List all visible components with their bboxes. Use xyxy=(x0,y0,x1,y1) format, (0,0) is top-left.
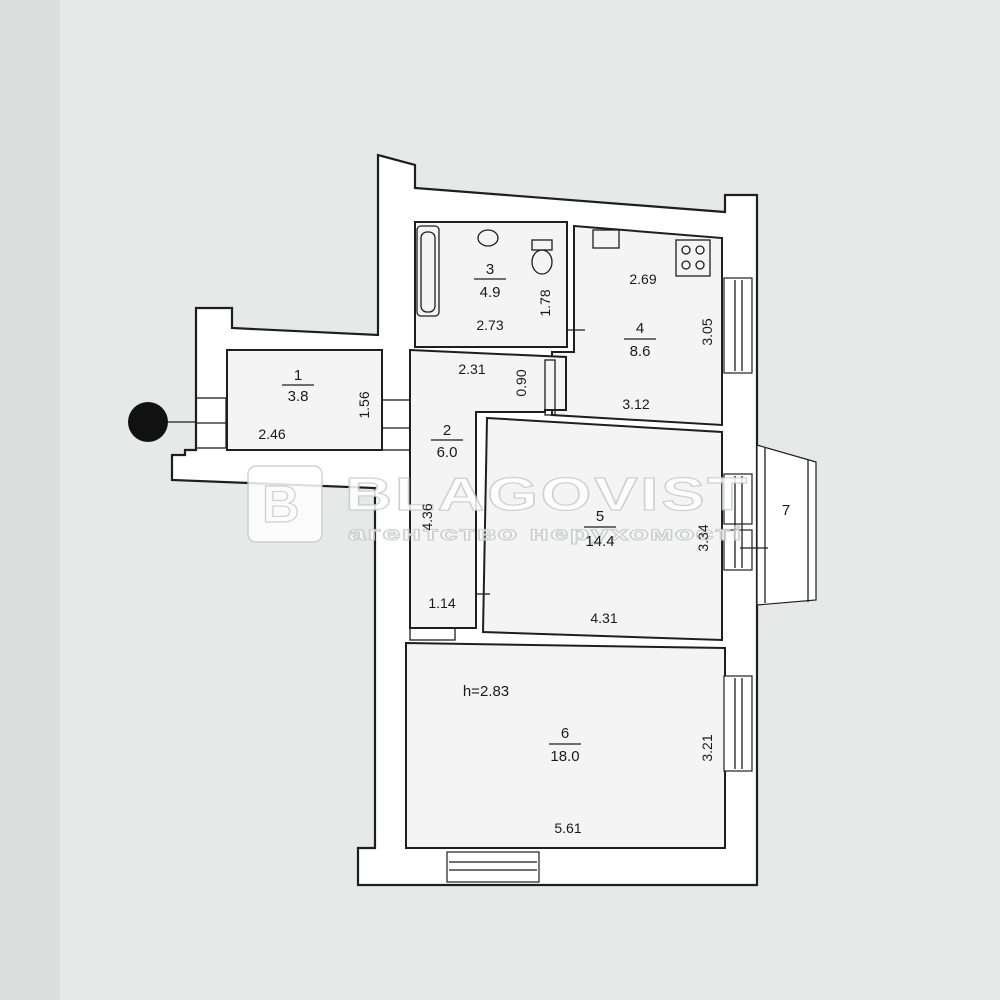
window-room-6 xyxy=(723,675,753,772)
bathtub-icon xyxy=(416,225,440,317)
room-interiors xyxy=(226,221,726,849)
room-5-number: 5 xyxy=(596,508,604,525)
room-6-labels: h=2.83 6 18.0 3.21 5.61 xyxy=(463,683,715,836)
room-7-number: 7 xyxy=(782,502,790,519)
page-shadow xyxy=(0,0,60,1000)
room-1-number: 1 xyxy=(294,367,302,384)
window-room-5-a xyxy=(723,473,753,525)
stove-icon xyxy=(675,239,711,277)
room-6-area xyxy=(405,641,726,849)
room-1-area-value: 3.8 xyxy=(288,388,309,405)
room-4-area-value: 8.6 xyxy=(630,343,651,360)
room-3-area-value: 4.9 xyxy=(480,284,501,301)
room-5-width: 4.31 xyxy=(590,610,617,626)
room-5-depth: 3.34 xyxy=(695,524,711,551)
room-2-extra-width: 1.14 xyxy=(428,595,455,611)
ceiling-height: h=2.83 xyxy=(463,683,509,700)
room-1-labels: 1 3.8 2.46 1.56 xyxy=(258,367,372,442)
room-3-width: 2.73 xyxy=(476,317,503,333)
room-1-width: 2.46 xyxy=(258,426,285,442)
balcony-outline xyxy=(756,444,817,606)
window-bottom xyxy=(446,851,540,883)
room-2-extra-depth: 0.90 xyxy=(513,369,529,396)
room-3-number: 3 xyxy=(486,261,494,278)
room-6-number: 6 xyxy=(561,725,569,742)
toilet-icon xyxy=(531,249,553,275)
room-4-bottom-width: 3.12 xyxy=(622,396,649,412)
room-4-width: 2.69 xyxy=(629,271,656,287)
fixtures xyxy=(416,225,711,317)
room-5-labels: 5 14.4 3.34 4.31 xyxy=(584,508,711,626)
room-1-depth: 1.56 xyxy=(356,391,372,418)
watermark-tagline: агентство нерухомості xyxy=(348,524,743,545)
watermark-brand: BLAGOVIST xyxy=(345,468,750,520)
room-2-width: 2.31 xyxy=(458,361,485,377)
room-6-width: 5.61 xyxy=(554,820,581,836)
room-6-area-value: 18.0 xyxy=(550,748,579,765)
sink-icon xyxy=(477,229,499,247)
room-3-area xyxy=(414,221,568,348)
entrance-marker-icon xyxy=(128,402,168,442)
watermark: B BLAGOVIST агентство нерухомості xyxy=(247,465,750,546)
room-1-area xyxy=(226,349,383,451)
room-2-labels: 2.31 0.90 2 6.0 4.36 1.14 xyxy=(419,361,529,611)
room-4-labels: 2.69 4 8.6 3.05 3.12 xyxy=(622,271,715,412)
room-5-area xyxy=(481,416,723,642)
watermark-logo-icon xyxy=(247,465,323,543)
room-4-depth: 3.05 xyxy=(699,318,715,345)
room-2-area-value: 6.0 xyxy=(437,444,458,461)
room-2-number: 2 xyxy=(443,422,451,439)
window-room-5-b xyxy=(723,529,753,571)
partitions xyxy=(195,329,585,641)
svg-text:B: B xyxy=(262,476,300,534)
room-4-number: 4 xyxy=(636,320,644,337)
room-3-depth: 1.78 xyxy=(537,289,553,316)
room-5-area-value: 14.4 xyxy=(585,533,614,550)
windows xyxy=(446,277,753,883)
kitchen-sink-icon xyxy=(592,229,620,249)
room-3-labels: 3 4.9 2.73 1.78 xyxy=(474,261,553,333)
balcony xyxy=(740,444,817,606)
window-room-4 xyxy=(723,277,753,374)
room-2-depth: 4.36 xyxy=(419,503,435,530)
room-6-depth: 3.21 xyxy=(699,734,715,761)
